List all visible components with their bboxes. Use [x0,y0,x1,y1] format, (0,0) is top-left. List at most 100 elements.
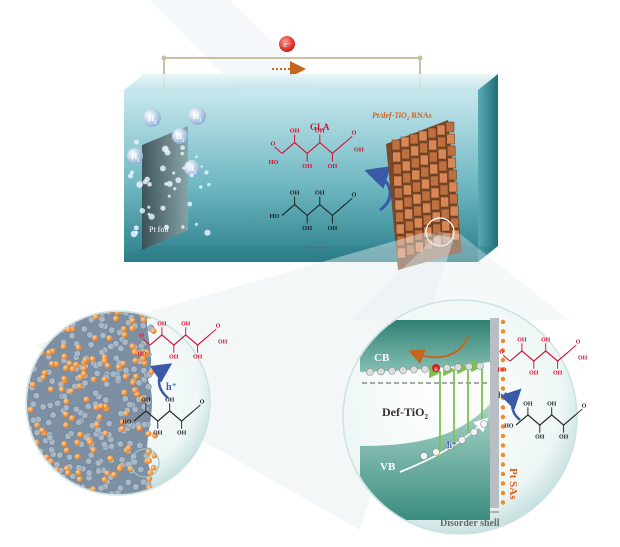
rna-rod [437,136,446,148]
pt-sa-dot [500,500,506,505]
support-particle [60,320,68,327]
disorder-shell-label: Disorder shell [440,518,500,529]
support-particle [131,406,139,413]
rna-rod [413,205,422,217]
svg-text:2: 2 [199,119,202,124]
support-particle [53,460,61,468]
atom-label: OH [328,225,338,232]
support-particle [99,332,107,339]
support-particle [139,322,147,330]
bubble [172,171,176,175]
support-particle [54,399,61,407]
rna-rod [397,247,406,259]
support-particle [95,467,103,475]
pt-particle [151,366,158,373]
vb-label: VB [380,461,396,473]
support-particle [64,432,72,440]
pt-particle [118,425,125,432]
pt-sa-dot [500,319,506,325]
support-particle [39,403,47,411]
support-particle [75,418,83,426]
support-particle [97,434,105,441]
pt-sa-dot [500,462,506,467]
support-particle [81,379,89,387]
support-particle [68,332,76,340]
pt-particle [140,355,147,362]
support-particle [85,469,93,477]
pt-particle [27,481,33,488]
svg-text:2: 2 [182,139,185,144]
electron-label: e⁻ [283,42,291,49]
pt-particle [82,356,89,363]
pt-particle [76,476,83,483]
rna-rod [440,208,450,220]
vb-holes [420,420,488,460]
pt-particle [90,446,97,453]
support-particle [140,403,148,411]
pt-particle [33,337,40,344]
bubble [173,187,177,191]
bubble [148,213,155,220]
atom-label: OH [354,147,364,154]
pt-particle [27,324,28,331]
atom-label: OH [517,338,527,344]
support-particle [117,484,124,492]
pt-particle [65,469,72,476]
support-particle [48,377,56,385]
cb-electrons: e [366,362,484,376]
bubble [164,149,171,156]
support-particle [86,331,94,339]
rna-rod [421,178,430,190]
bubble [204,229,211,236]
pt-particle [66,360,73,367]
chain-bond [509,350,570,362]
pt-particle [34,422,41,429]
support-particle [84,402,92,410]
support-particle [27,451,34,459]
rna-rod [441,220,451,232]
support-particle [45,419,53,426]
atom-label: OH [315,128,325,135]
pt-particle [61,353,68,360]
support-particle [56,451,64,459]
pt-particle [112,315,119,322]
small-bubbles [128,139,211,238]
pt-particle [63,398,70,405]
pt-particle [131,387,138,394]
rna-rod [430,175,439,187]
support-particle [122,312,130,317]
pt-particle [123,410,130,417]
chain-bond [281,141,346,155]
bubble [164,224,169,230]
rna-rod [442,232,451,244]
atom-label: O [582,403,587,409]
support-particle [94,426,102,434]
atom-label: OH [157,322,167,328]
bubble [147,205,151,209]
rna-rod [422,202,431,214]
cb-electron [443,363,451,372]
pt-particle [107,455,114,462]
support-particle [137,466,145,473]
pt-particle [101,476,108,483]
bubble [180,145,185,150]
support-particle [140,478,147,486]
support-particle [27,453,29,461]
h2-bubble: H 2 [127,148,143,164]
support-particle [100,440,108,448]
rna-rod [411,169,421,181]
pt-sa-dot [500,490,506,496]
rna-rod [419,142,428,154]
rna-rod [448,181,458,193]
rna-rod [400,136,410,148]
rna-rod [432,223,442,235]
pt-particle [75,469,82,476]
rna-rod [401,160,411,172]
bubble [133,225,139,231]
h2-bubble: H 2 [188,107,206,125]
support-particle [124,478,132,486]
rna-rod [430,187,440,199]
